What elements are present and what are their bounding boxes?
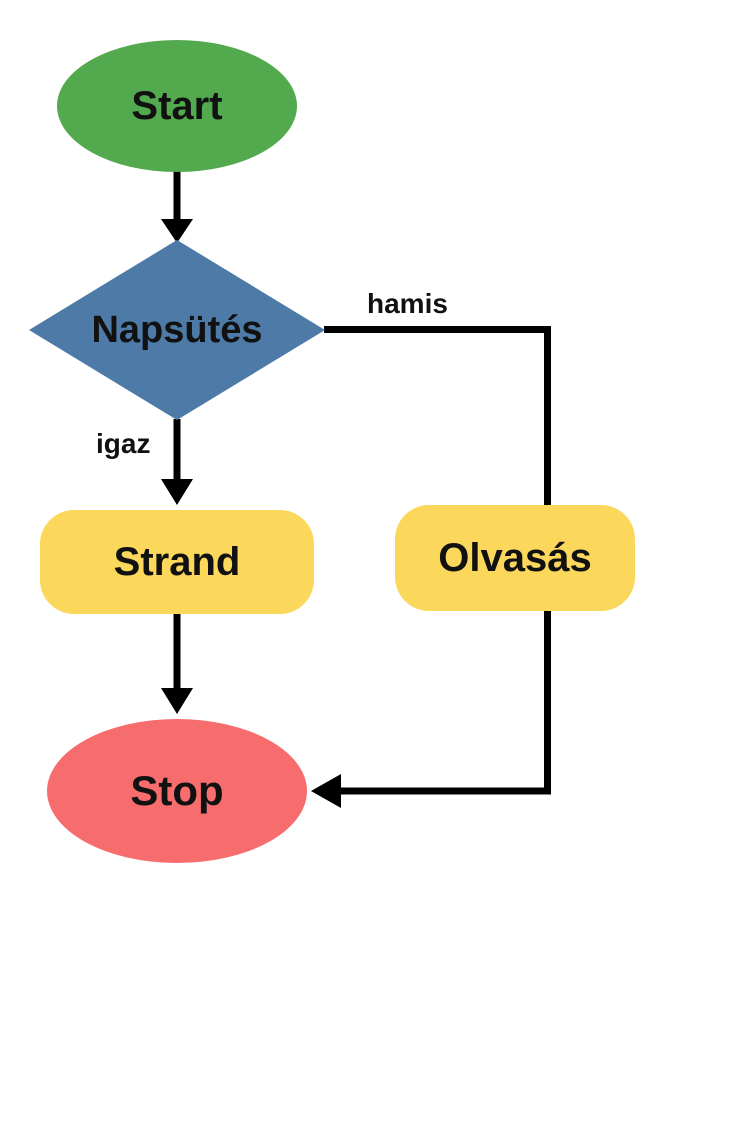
- arrowhead-into-stop-right: [311, 774, 341, 808]
- node-stop: Stop: [47, 719, 307, 863]
- node-start-label: Start: [131, 83, 223, 128]
- edge-label-false: hamis: [367, 288, 448, 319]
- node-olvasas-label: Olvasás: [438, 535, 592, 580]
- node-stop-label: Stop: [130, 767, 224, 814]
- node-process-olvasas: Olvasás: [395, 505, 635, 611]
- node-start: Start: [57, 40, 297, 172]
- node-strand-label: Strand: [113, 539, 241, 584]
- node-decision-label: Napsütés: [91, 308, 263, 351]
- arrowhead-into-decision: [161, 219, 193, 243]
- node-process-strand: Strand: [40, 510, 314, 614]
- edge-label-true: igaz: [96, 428, 151, 459]
- edge-decision-to-olvasas: [324, 326, 551, 506]
- arrowhead-into-strand: [161, 479, 193, 505]
- edge-olvasas-to-stop: [340, 611, 551, 795]
- arrowhead-into-stop-top: [161, 688, 193, 714]
